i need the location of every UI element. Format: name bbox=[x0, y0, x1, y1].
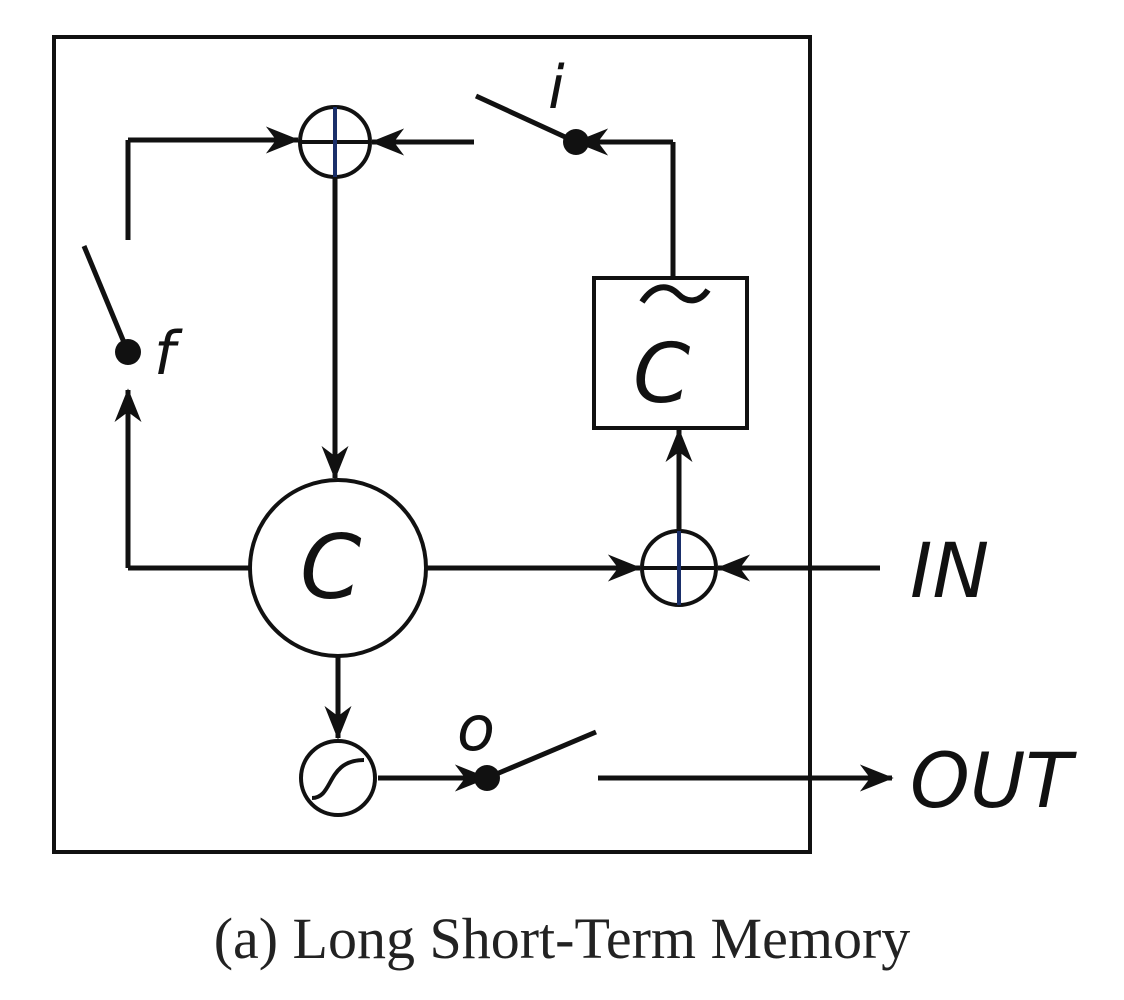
top-sum-node bbox=[298, 105, 372, 179]
candidate-label: C bbox=[633, 327, 690, 422]
input-path bbox=[370, 128, 676, 278]
candidate-box bbox=[592, 276, 749, 430]
input-gate-label: i bbox=[548, 53, 565, 123]
forget-gate-label: f bbox=[154, 319, 183, 389]
input-label: IN bbox=[910, 526, 989, 615]
figure-caption: (a) Long Short-Term Memory bbox=[213, 906, 911, 971]
output-gate-label: o bbox=[457, 692, 495, 765]
input-gate-switch bbox=[474, 93, 589, 155]
forget-path bbox=[114, 126, 300, 571]
output-label: OUT bbox=[910, 736, 1077, 825]
cell-label: C bbox=[300, 516, 362, 619]
output-gate-switch bbox=[474, 729, 597, 791]
bottom-sum-node bbox=[640, 529, 718, 607]
tilde-icon bbox=[639, 284, 711, 304]
sigmoid-icon bbox=[311, 758, 365, 800]
squash-node bbox=[299, 739, 377, 817]
forget-gate-switch bbox=[81, 245, 141, 365]
lstm-block bbox=[52, 35, 812, 854]
